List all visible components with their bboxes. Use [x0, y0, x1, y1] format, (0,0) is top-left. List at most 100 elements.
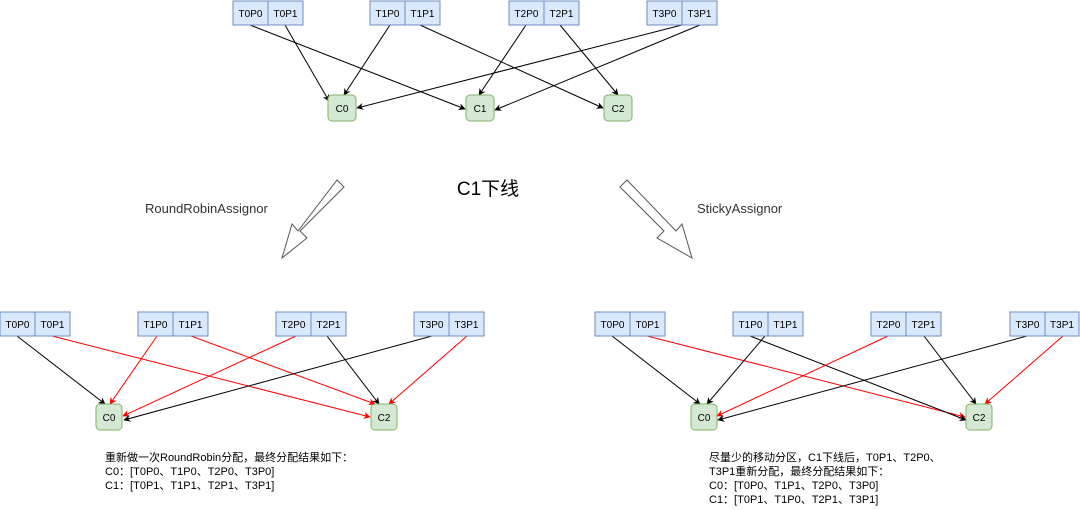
assignment-arrow [559, 24, 619, 96]
assignment-arrow [123, 335, 433, 422]
partition-label: T2P0 [877, 320, 901, 331]
partition-label: T0P1 [636, 320, 660, 331]
consumer-label: C0 [103, 413, 116, 424]
partition-label: T0P1 [274, 9, 298, 20]
hollow-arrow-right [619, 179, 693, 260]
top-topic-3: T3P0 T3P1 [646, 0, 718, 26]
top-topic-1: T1P0 T1P1 [369, 0, 441, 26]
partition-label: T1P0 [376, 9, 400, 20]
rr-topic-3: T3P0 T3P1 [413, 311, 485, 337]
rr-topic-1: T1P0 T1P1 [137, 311, 209, 337]
consumer-box [965, 403, 993, 431]
partition-box [369, 0, 406, 26]
partition-box [646, 0, 683, 26]
assignment-arrow [706, 335, 766, 405]
top-topic-2: T2P0 T2P1 [508, 0, 580, 26]
reassigned-arrow [984, 335, 1064, 405]
reassigned-arrow [646, 335, 966, 419]
partition-label: T3P1 [455, 320, 479, 331]
assignment-arrow [611, 335, 701, 405]
partition-box [543, 0, 580, 26]
partition-label: T0P0 [6, 320, 30, 331]
note-line: 尽量少的移动分区，C1下线后，T0P1、T2P0、 [709, 450, 941, 464]
roundrobin-section: T0P0 T0P1 T1P0 T1P1 T2P0 T2P1 T3P0 T3P1 … [0, 311, 485, 492]
consumer-label: C2 [973, 413, 986, 424]
rr-topic-0: T0P0 T0P1 [0, 311, 71, 337]
consumer-label: C2 [378, 413, 391, 424]
partition-box [1044, 311, 1080, 337]
partition-label: T1P0 [739, 320, 763, 331]
roundrobin-label: RoundRobinAssignor [145, 201, 269, 216]
sticky-label: StickyAssignor [697, 201, 783, 216]
partition-label: T1P1 [774, 320, 798, 331]
assignment-arrow [419, 24, 604, 109]
reassigned-arrow [122, 335, 297, 417]
partition-label: T3P1 [1050, 320, 1074, 331]
rr-consumer-c0: C0 [95, 403, 123, 431]
partition-label: T3P0 [420, 320, 444, 331]
sticky-topic-2: T2P0 T2P1 [870, 311, 942, 337]
consumer-label: C0 [698, 413, 711, 424]
partition-box [448, 311, 485, 337]
partition-box [137, 311, 174, 337]
note-line: C0：[T0P0、T1P1、T2P0、T3P0] [709, 480, 878, 492]
assignment-arrow [356, 24, 683, 110]
top-topic-0: T0P0 T0P1 [232, 0, 304, 26]
partition-box [767, 311, 804, 337]
partition-box [232, 0, 269, 26]
note-line: C0：[T0P0、T1P0、T2P0、T3P0] [105, 466, 274, 478]
partition-box [404, 0, 441, 26]
sticky-note: 尽量少的移动分区，C1下线后，T0P1、T2P0、 T3P1重新分配，最终分配结… [709, 450, 941, 506]
assignment-arrow [343, 24, 391, 96]
consumer-label: C2 [612, 104, 625, 115]
partition-label: T2P1 [550, 9, 574, 20]
edges-top [249, 24, 701, 111]
assignment-arrow [478, 24, 527, 96]
note-line: C1：[T0P1、T1P1、T2P1、T3P1] [105, 480, 274, 492]
partition-box [732, 311, 769, 337]
partition-label: T0P1 [41, 320, 65, 331]
top-section: T0P0 T0P1 T1P0 T1P1 T2P0 T2P1 T3P0 T3P1 … [232, 0, 718, 122]
top-consumer-c1: C1 [465, 94, 495, 122]
edges-roundrobin [16, 335, 468, 422]
partition-box [905, 311, 942, 337]
partition-label: T3P0 [1016, 320, 1040, 331]
top-consumer-c2: C2 [603, 94, 633, 122]
assignment-arrow [249, 24, 466, 110]
consumer-box [603, 94, 633, 122]
edges-sticky [611, 335, 1064, 422]
partition-label: T0P0 [601, 320, 625, 331]
sticky-consumer-c2: C2 [965, 403, 993, 431]
partition-box [1009, 311, 1046, 337]
partition-label: T2P1 [317, 320, 341, 331]
note-line: C1：[T0P1、T1P0、T2P1、T3P1] [709, 494, 878, 506]
partition-box [310, 311, 347, 337]
note-line: 重新做一次RoundRobin分配，最终分配结果如下： [105, 450, 353, 464]
consumer-box [690, 403, 718, 431]
sticky-topic-0: T0P0 T0P1 [594, 311, 666, 337]
sticky-section: T0P0 T0P1 T1P0 T1P1 T2P0 T2P1 T3P0 T3P1 … [594, 311, 1080, 506]
sticky-topic-3: T3P0 T3P1 [1009, 311, 1080, 337]
partition-box [629, 311, 666, 337]
hollow-arrow-left [281, 179, 345, 260]
partition-label: T2P1 [912, 320, 936, 331]
reassigned-arrow [388, 335, 468, 405]
consumer-box [465, 94, 495, 122]
roundrobin-note: 重新做一次RoundRobin分配，最终分配结果如下： C0：[T0P0、T1P… [105, 450, 353, 492]
sticky-topic-1: T1P0 T1P1 [732, 311, 804, 337]
partition-box [34, 311, 71, 337]
rr-topic-2: T2P0 T2P1 [275, 311, 347, 337]
partition-box [681, 0, 718, 26]
partition-label: T1P0 [144, 320, 168, 331]
consumer-box [327, 94, 357, 122]
consumer-label: C1 [474, 104, 487, 115]
assignment-arrow [494, 24, 701, 111]
assignment-arrow [923, 335, 977, 405]
partition-box [508, 0, 545, 26]
partition-box [0, 311, 36, 337]
top-consumer-c0: C0 [327, 94, 357, 122]
reassigned-arrow [190, 335, 376, 406]
assignment-arrow [326, 335, 380, 405]
partition-label: T0P0 [239, 9, 263, 20]
